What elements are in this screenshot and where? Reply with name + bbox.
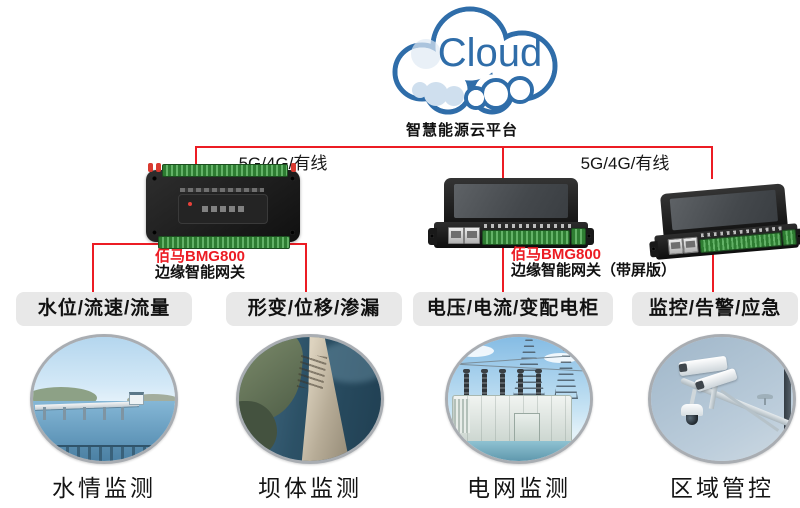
- antenna-connector: [291, 163, 296, 172]
- gateway-type: 边缘智能网关: [154, 264, 245, 281]
- panel-markings: [484, 224, 572, 228]
- gateway-model: 佰马BMG800: [154, 248, 246, 265]
- drop-line-mid: [502, 146, 504, 182]
- dam-photo: [236, 334, 384, 464]
- tag-pill-area: 监控/告警/应急: [632, 292, 798, 326]
- screw-hole: [152, 176, 157, 181]
- tag-pill-power: 电压/电流/变配电柜: [413, 292, 613, 326]
- gateway-model: 佰马BMG800: [511, 246, 602, 263]
- tag-pill-water: 水位/流速/流量: [16, 292, 192, 326]
- caption-area-control: 区域管控: [670, 475, 774, 501]
- screw-hole: [290, 176, 295, 181]
- bracket-line-left: [92, 243, 94, 293]
- mounting-ear: [428, 228, 437, 245]
- mid-gateway-down-line: [502, 248, 504, 293]
- substation-photo: [445, 334, 593, 464]
- panel-markings: [202, 206, 246, 212]
- link-label-right: 5G/4G/有线: [580, 154, 670, 173]
- gateway-label-left: 佰马BMG800 边缘智能网关: [110, 249, 290, 281]
- label-strip: [180, 188, 264, 192]
- bracket-line-right: [305, 243, 307, 293]
- ethernet-port: [464, 227, 480, 244]
- terminal-strip: [162, 164, 288, 177]
- tag-pill-dam: 形变/位移/渗漏: [226, 292, 402, 326]
- screw-hole: [290, 230, 295, 235]
- cloud-brand-text: Cloud: [438, 31, 543, 75]
- gateway-label-right: 佰马BMG800 边缘智能网关（带屏版）: [511, 247, 731, 279]
- right-gateway-down-line: [712, 248, 714, 293]
- platform-label: 智慧能源云平台: [405, 122, 518, 139]
- bus-line: [195, 146, 713, 148]
- terminal-strip: [158, 236, 290, 249]
- caption-dam-monitoring: 坝体监测: [258, 475, 362, 501]
- drop-line-left: [195, 146, 197, 171]
- status-led: [188, 202, 192, 206]
- surveillance-camera-photo: [648, 334, 796, 464]
- device-screen: [454, 184, 568, 218]
- mounting-ear: [585, 228, 594, 245]
- drop-line-right: [711, 146, 713, 179]
- caption-water-monitoring: 水情监测: [52, 475, 156, 501]
- caption-grid-monitoring: 电网监测: [467, 475, 571, 501]
- terminal-strip: [482, 230, 570, 245]
- reservoir-pier-photo: [30, 334, 178, 464]
- device-panel: [178, 194, 268, 224]
- terminal-block: [571, 228, 586, 245]
- antenna-connector: [156, 163, 161, 172]
- gateway-device-middle: [428, 178, 594, 252]
- gateway-type: 边缘智能网关（带屏版）: [511, 262, 677, 279]
- terminal-block: [781, 228, 797, 246]
- gateway-device-left: [144, 162, 302, 250]
- cloud-icon: Cloud: [384, 6, 572, 116]
- screw-hole: [152, 230, 157, 235]
- antenna-connector: [148, 163, 153, 172]
- ethernet-port: [448, 227, 464, 244]
